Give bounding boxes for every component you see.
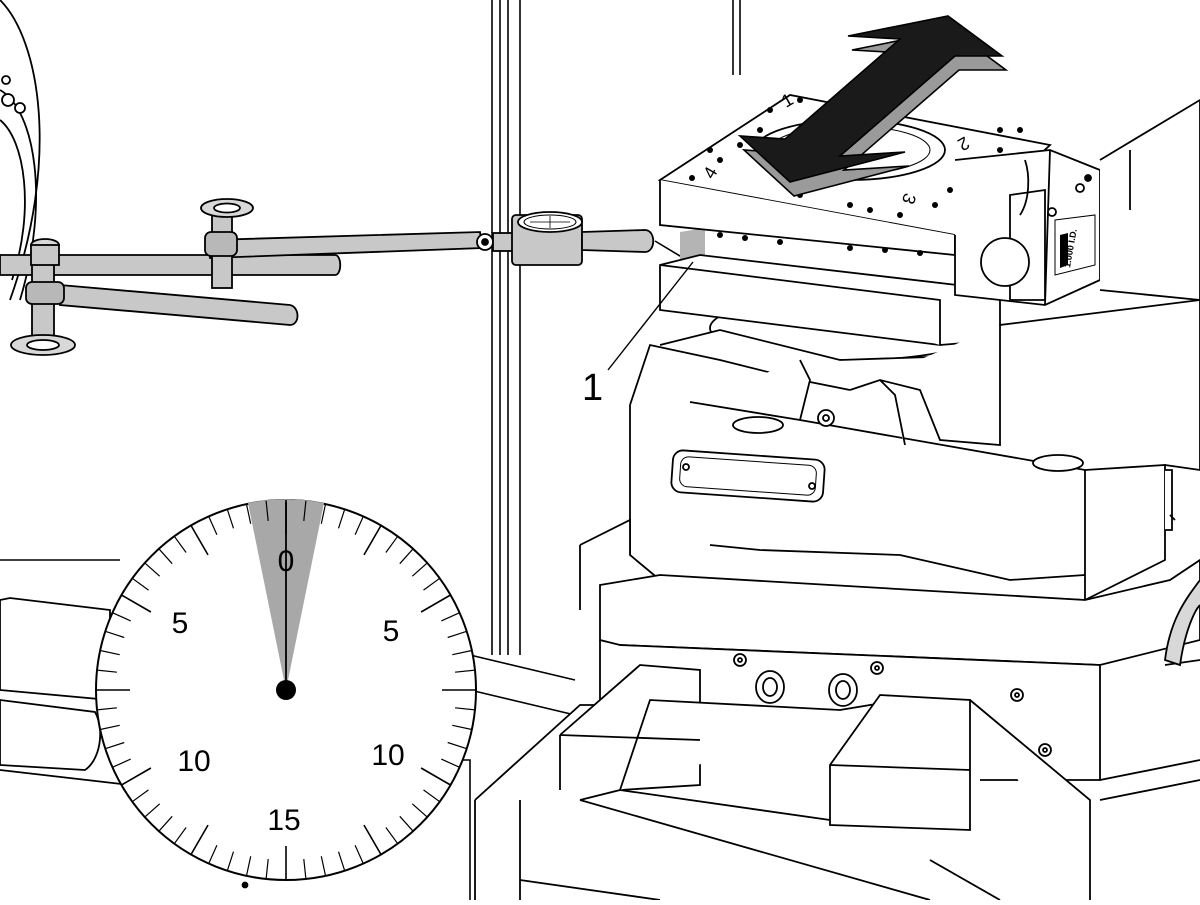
dial-tick <box>420 594 451 613</box>
dial-tick <box>455 707 476 711</box>
dial-tick <box>173 827 187 845</box>
dial-label-0: 0 <box>278 545 295 578</box>
dial-label-10-right: 10 <box>371 739 404 772</box>
dial-tick <box>411 803 428 818</box>
dial-tick <box>144 562 161 577</box>
lower-left-body <box>0 597 249 889</box>
dial-tick <box>96 707 117 711</box>
dial-tick <box>158 548 173 565</box>
dial-tick <box>423 577 441 591</box>
dial-tick <box>100 649 120 656</box>
dial-tick <box>399 548 414 565</box>
dial-tick <box>452 649 472 656</box>
dial-tick <box>354 516 364 535</box>
callout-label: 1 <box>582 367 603 409</box>
dial-tick <box>121 594 152 613</box>
dial-tick <box>337 851 346 871</box>
dial-tick <box>112 758 131 768</box>
dial-tick <box>265 859 269 880</box>
dial-label-10-left: 10 <box>177 745 210 778</box>
movement-arrow <box>737 15 1009 197</box>
dial-tick <box>423 789 441 803</box>
dial-tick <box>385 827 399 845</box>
dial-label-5-right: 5 <box>383 615 400 648</box>
dial-tick <box>100 724 120 731</box>
dial-face-enlarged: 0 5 5 10 10 15 <box>95 499 477 881</box>
dial-tick <box>441 758 460 768</box>
dial-tick <box>173 535 187 553</box>
dial-tick <box>447 741 467 750</box>
dial-tick <box>190 824 209 855</box>
dial-tick <box>226 509 235 529</box>
side-bolts <box>717 232 923 256</box>
dial-tick <box>226 851 235 871</box>
dial-label-15: 15 <box>267 804 300 837</box>
dial-tick <box>121 767 152 786</box>
dial-tick <box>112 612 131 622</box>
dial-tick <box>337 509 346 529</box>
dial-tick <box>363 525 382 556</box>
dial-tick <box>447 630 467 639</box>
indicator-arm <box>0 198 514 356</box>
dial-label-5-left: 5 <box>172 607 189 640</box>
dial-tick <box>455 669 476 673</box>
dial-tick <box>320 504 327 524</box>
dial-tick <box>354 845 364 864</box>
machine-column <box>474 299 1200 901</box>
dial-tick <box>131 789 149 803</box>
dial-tick <box>96 669 117 673</box>
dial-tick <box>452 724 472 731</box>
dial-tick <box>420 767 451 786</box>
dial-tick <box>144 803 161 818</box>
dial-tick <box>303 859 307 880</box>
dial-tick <box>208 516 218 535</box>
dial-tick <box>399 815 414 832</box>
dial-tick <box>265 500 269 521</box>
dial-tick <box>411 562 428 577</box>
dial-gauge-body <box>511 211 705 272</box>
dial-tick <box>363 824 382 855</box>
dial-tick <box>245 504 252 524</box>
callout-leader-line <box>607 261 694 371</box>
dial-tick <box>385 535 399 553</box>
callout-1: 1 <box>582 261 694 409</box>
dial-tick <box>105 630 125 639</box>
dial-tick <box>208 845 218 864</box>
dial-pivot <box>276 680 296 700</box>
dial-tick <box>131 577 149 591</box>
rotary-vise <box>657 94 1200 361</box>
dial-ticks <box>96 500 476 880</box>
dial-tick <box>320 856 327 876</box>
dial-tick <box>303 500 307 521</box>
dial-tick <box>441 612 460 622</box>
dial-tick <box>245 856 252 876</box>
dial-tick <box>105 741 125 750</box>
dial-tick <box>158 815 173 832</box>
dial-tick <box>190 525 209 556</box>
